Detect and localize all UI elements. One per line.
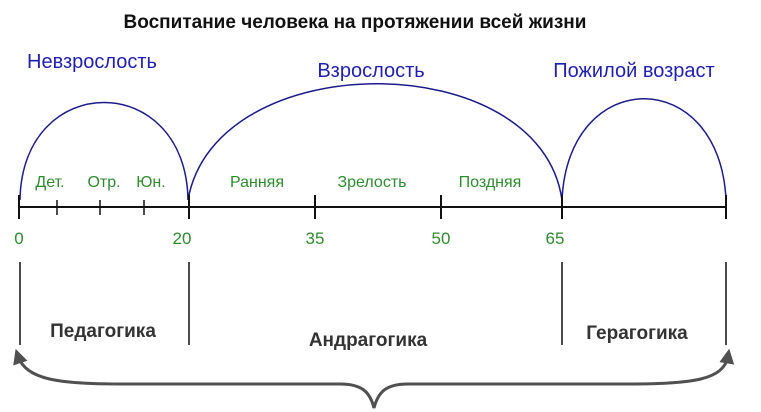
stage-label-adolescence: Отр.: [87, 174, 120, 191]
discipline-label-gerogogy: Герагогика: [586, 323, 688, 344]
stage-label-childhood: Дет.: [35, 174, 64, 191]
age-label-20: 20: [173, 229, 192, 248]
discipline-label-pedagogy: Педагогика: [50, 321, 156, 342]
age-label-65: 65: [546, 229, 565, 248]
stage-label-early: Ранняя: [230, 174, 284, 191]
arc-immaturity: [19, 101, 189, 201]
arc-old-age: [561, 98, 727, 201]
age-label-0: 0: [14, 229, 23, 248]
period-label-immaturity: Невзрослость: [27, 51, 157, 73]
period-label-old-age: Пожилой возраст: [553, 60, 714, 82]
arc-adulthood: [187, 83, 563, 201]
age-label-35: 35: [306, 229, 325, 248]
stage-label-late: Поздняя: [459, 174, 522, 191]
stage-label-maturity: Зрелость: [337, 174, 406, 191]
discipline-label-andragogy: Андрагогика: [309, 330, 428, 351]
lifespan-brace: [13, 348, 735, 409]
diagram-title: Воспитание человека на протяжении всей ж…: [124, 12, 587, 33]
period-label-adulthood: Взрослость: [317, 60, 424, 82]
age-label-50: 50: [432, 229, 451, 248]
stage-label-youth: Юн.: [136, 174, 165, 191]
